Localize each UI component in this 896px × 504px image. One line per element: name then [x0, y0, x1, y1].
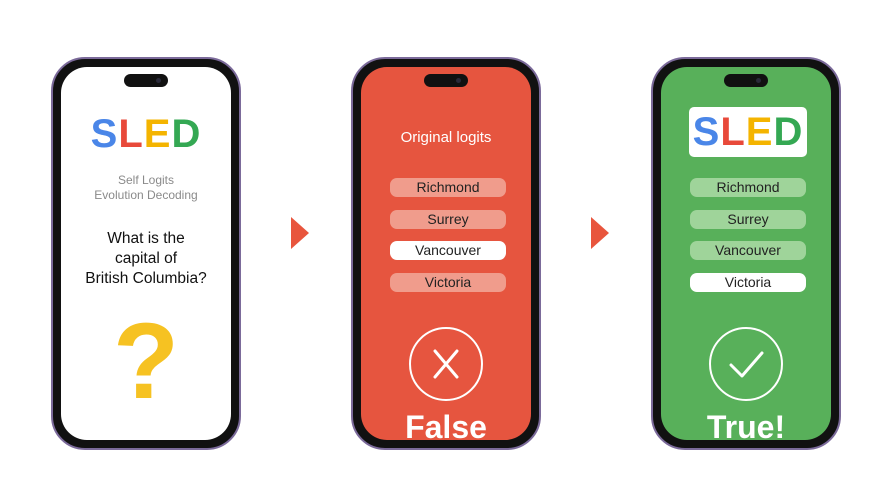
option-victoria: Victoria [390, 273, 506, 292]
phone-notch [124, 74, 168, 87]
question-line-2: capital of [114, 250, 178, 267]
logo-letter-s: S [90, 112, 119, 156]
logo-letter-e: E [745, 110, 774, 154]
question-mark-icon: ? [113, 300, 179, 421]
phone-notch [724, 74, 768, 87]
sled-logo: SLED [689, 112, 807, 152]
option-vancouver-selected: Vancouver [390, 241, 506, 260]
logo-letter-l: L [720, 110, 746, 154]
result-false: False [405, 409, 487, 440]
sled-logo-box: SLED [689, 107, 807, 157]
phone-screen: Original logits Richmond Surrey Vancouve… [361, 67, 531, 440]
option-victoria-selected: Victoria [690, 273, 806, 292]
logo-letter-d: D [171, 112, 202, 156]
subtitle-line-2: Evolution Decoding [94, 188, 198, 202]
question-line-3: British Columbia? [85, 270, 207, 287]
phone-notch [424, 74, 468, 87]
subtitle-line-1: Self Logits [117, 173, 175, 187]
sled-logo: SLED [61, 114, 231, 154]
option-richmond: Richmond [690, 178, 806, 197]
phone-original-logits: Original logits Richmond Surrey Vancouve… [351, 57, 541, 450]
result-true: True! [706, 409, 786, 440]
question-line-1: What is the [107, 230, 185, 247]
logo-letter-l: L [118, 112, 144, 156]
arrow-right-icon [591, 217, 609, 249]
option-richmond: Richmond [390, 178, 506, 197]
check-icon [709, 327, 783, 401]
option-surrey: Surrey [390, 210, 506, 229]
option-vancouver: Vancouver [690, 241, 806, 260]
arrow-right-icon [291, 217, 309, 249]
phone-screen: SLED Richmond Surrey Vancouver Victoria … [661, 67, 831, 440]
option-surrey: Surrey [690, 210, 806, 229]
phone-sled-logits: SLED Richmond Surrey Vancouver Victoria … [651, 57, 841, 450]
logo-letter-s: S [692, 110, 721, 154]
x-icon [409, 327, 483, 401]
phone-question: SLED Self Logits Evolution Decoding What… [51, 57, 241, 450]
phone-screen: SLED Self Logits Evolution Decoding What… [61, 67, 231, 440]
logo-letter-d: D [773, 110, 804, 154]
logits-title: Original logits [400, 129, 492, 146]
logo-letter-e: E [143, 112, 172, 156]
